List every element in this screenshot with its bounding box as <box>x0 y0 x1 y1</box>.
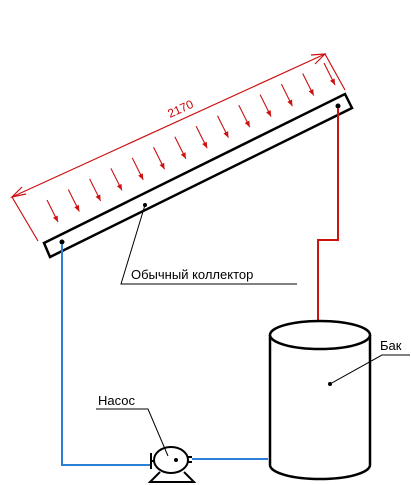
cold-pipe <box>61 244 150 466</box>
sun-ray-arrowhead <box>223 131 229 138</box>
collector-leader-dot <box>143 203 147 207</box>
sun-ray-arrowhead <box>74 204 80 212</box>
sun-ray-arrowhead <box>308 89 314 96</box>
sun-ray-arrowhead <box>116 183 122 191</box>
sun-ray-arrowhead <box>159 162 165 170</box>
sun-ray-arrowhead <box>202 141 208 149</box>
pump <box>147 446 197 483</box>
collector-panel <box>42 92 354 259</box>
sun-ray-arrowhead <box>329 78 335 85</box>
sun-ray-arrowhead <box>266 110 272 117</box>
tank-label: Бак <box>380 338 402 353</box>
dimension-line <box>10 53 346 242</box>
tank <box>268 319 372 481</box>
collector-label: Обычный коллектор <box>131 267 253 282</box>
sun-ray-arrowhead <box>138 173 144 180</box>
hot-pipe <box>317 108 339 331</box>
pump-label: Насос <box>98 393 135 408</box>
sun-ray-arrowhead <box>95 194 101 201</box>
dimension-label: 2170 <box>165 97 195 121</box>
sun-ray-arrowhead <box>287 99 293 107</box>
leader-lines <box>96 204 410 457</box>
tank-leader-dot <box>328 382 332 386</box>
sun-ray-arrowhead <box>180 152 186 159</box>
sun-ray-arrowhead <box>52 215 58 222</box>
sun-ray-arrowhead <box>244 120 250 128</box>
sun-rays <box>46 62 336 223</box>
